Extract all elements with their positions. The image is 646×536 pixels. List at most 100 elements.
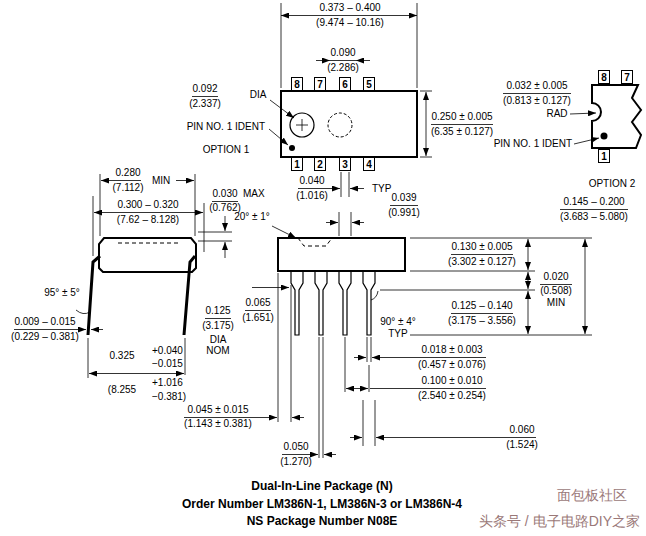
dimension-text: (1.524) (506, 439, 538, 451)
leader-line (574, 138, 599, 144)
lead (291, 271, 303, 335)
dimension-line (356, 60, 370, 61)
dimension-text: 0.045 ± 0.015 (187, 404, 248, 416)
package-body (281, 91, 417, 157)
angle-arc (371, 291, 378, 300)
dimension-text: 0.040 (299, 175, 324, 187)
dimension-text: (2.540 ± 0.254) (418, 390, 486, 402)
dimension-line (14, 329, 86, 330)
side-view (184, 206, 628, 459)
dimension-text: (3.175) (202, 320, 234, 332)
hidden-line (118, 243, 178, 244)
note-text: PIN NO. 1 IDENT (187, 121, 265, 133)
note-text: TYP (388, 328, 407, 340)
dimension-line (528, 291, 529, 334)
pin-number: 1 (294, 159, 300, 170)
fraction-line (192, 96, 218, 97)
note-text: OPTION 2 (589, 178, 636, 190)
package-body (278, 238, 405, 271)
dimension-text: 20° ± 1° (234, 211, 270, 223)
pin1-dot (601, 133, 608, 140)
dimension-line (94, 212, 203, 213)
pin-number: 1 (601, 151, 607, 162)
dimension-line (281, 15, 417, 16)
dimension-text: −0.015 (152, 358, 183, 370)
dimension-text: 0.020 (543, 271, 568, 283)
fraction-line (503, 93, 571, 94)
dimension-text: (0.508) (540, 285, 572, 297)
leader-line (570, 113, 596, 114)
dimension-text: (0.457 ± 0.076) (418, 359, 486, 371)
dimension-text: 0.039 (391, 192, 416, 204)
watermark-text: 面包板社区 (557, 487, 627, 503)
dimension-line (225, 216, 226, 231)
note-text: NOM (206, 345, 229, 357)
note-text: RAD (546, 108, 567, 120)
angle-arc (76, 310, 90, 314)
pin-number: 4 (366, 159, 372, 170)
dimension-text: 0.250 ± 0.005 (431, 111, 492, 123)
note-text: OPTION 1 (203, 144, 250, 156)
dimension-line (252, 287, 289, 288)
dimension-line (324, 454, 336, 455)
lead (315, 271, 327, 335)
dimension-text: (1.270) (280, 456, 312, 468)
note-text: DIA (210, 334, 227, 346)
dimension-line (89, 373, 184, 374)
dimension-text: (2.286) (327, 62, 359, 74)
fraction-line (560, 209, 628, 210)
extension-line (367, 337, 371, 362)
dimension-text: 0.065 (245, 297, 270, 309)
fraction-line (390, 205, 418, 206)
pin1-notch (290, 113, 314, 137)
dimension-line (326, 222, 338, 223)
extension-line (363, 400, 375, 446)
dimension-text: 0.032 ± 0.005 (506, 80, 567, 92)
dimension-text: −0.381) (152, 391, 186, 403)
dimension-text: (1.651) (242, 312, 274, 324)
dimension-text: 90° ± 4° (380, 316, 416, 328)
dimension-text: (3.175 – 3.556) (448, 315, 516, 327)
dimension-text: +1.016 (152, 377, 183, 389)
dimension-text: (2.337) (189, 98, 221, 110)
dimension-text: (7.62 – 8.128) (117, 214, 179, 226)
fraction-line (370, 388, 486, 389)
dimension-text: (9.474 – 10.16) (316, 17, 384, 29)
dimension-text: 0.030 (212, 188, 237, 200)
extension-line (93, 196, 204, 256)
fraction-line (205, 318, 231, 319)
pin-number: 6 (342, 79, 348, 90)
dimension-line (91, 329, 103, 330)
lead (339, 271, 351, 335)
dimension-line (350, 188, 364, 189)
dimension-line (316, 60, 330, 61)
pin-number: 8 (294, 79, 300, 90)
dimension-text: 0.060 (509, 424, 534, 436)
extension-line (319, 337, 323, 458)
extension-line (278, 273, 291, 422)
extension-line (339, 212, 351, 236)
pin-number-box: 8 (291, 77, 303, 91)
dimension-line (350, 437, 362, 438)
watermark-text: 头条号 / 电子电路DIY之家 (479, 513, 640, 529)
pin-number-box: 6 (339, 77, 351, 91)
note-text: DIA (250, 89, 267, 101)
dimension-text: (7.112) (113, 182, 144, 194)
extension-line (198, 232, 232, 241)
leader-line (270, 100, 294, 118)
extension-line (345, 337, 369, 392)
lead (88, 256, 100, 335)
pin-number: 7 (624, 72, 630, 83)
pin-number: 7 (317, 79, 323, 90)
dimension-text: 0.125 – 0.140 (451, 300, 512, 312)
dimension-line (376, 437, 536, 438)
dimension-text: 0.050 (283, 441, 308, 453)
package-body-fragment (592, 85, 641, 148)
note-text: PIN NO. 1 IDENT (494, 138, 572, 150)
dimension-line (184, 417, 277, 418)
dimension-text: (8.255 (108, 384, 136, 396)
dimension-text: 0.092 (192, 83, 217, 95)
dimension-text: 0.325 (109, 350, 134, 362)
pin-number-box: 3 (339, 157, 351, 171)
extension-line (380, 238, 592, 335)
